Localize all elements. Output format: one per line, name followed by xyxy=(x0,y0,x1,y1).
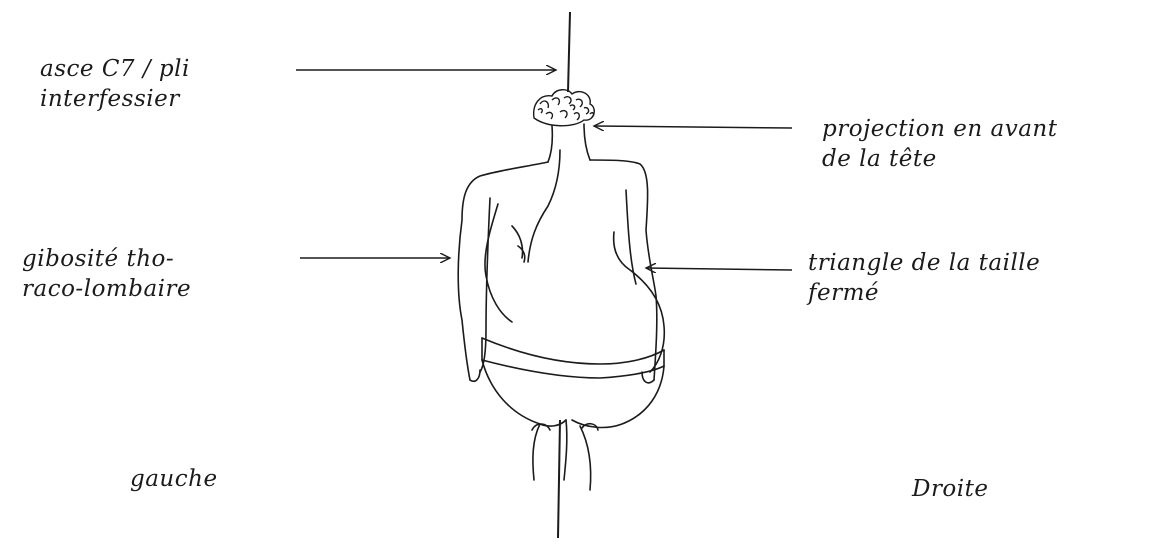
label-waist-line-1: triangle de la taille xyxy=(808,248,1040,278)
label-axis-line-2: interfessier xyxy=(40,84,190,114)
label-waist-line-2: fermé xyxy=(808,278,1040,308)
label-side-left: gauche xyxy=(130,464,218,494)
label-axis-line-1: asce C7 / pli xyxy=(40,54,190,84)
arrow-head-projection xyxy=(594,126,792,128)
label-head-line-1: projection en avant xyxy=(822,114,1057,144)
vertical-axis-line-bottom xyxy=(558,420,560,538)
label-gibbosity-line-1: gibosité tho- xyxy=(22,244,191,274)
label-axis-c7: asce C7 / pli interfessier xyxy=(40,54,190,114)
torso-outline xyxy=(458,124,664,490)
arrow-waist-triangle xyxy=(646,268,792,270)
label-gibbosity-line-2: raco-lombaire xyxy=(22,274,191,304)
label-side-right: Droite xyxy=(912,474,989,504)
head-hair xyxy=(534,90,595,126)
label-head-projection: projection en avant de la tête xyxy=(822,114,1057,174)
label-head-line-2: de la tête xyxy=(822,144,1057,174)
label-gibbosity: gibosité tho- raco-lombaire xyxy=(22,244,191,304)
vertical-axis-line-top xyxy=(568,12,570,92)
label-waist-triangle: triangle de la taille fermé xyxy=(808,248,1040,308)
